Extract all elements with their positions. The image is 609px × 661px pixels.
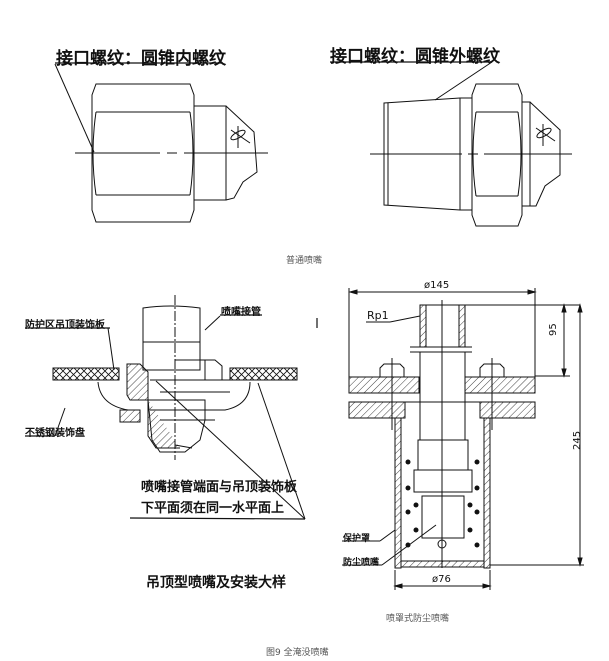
ceiling-panel-label: 防护区吊顶装饰板 [25, 320, 105, 331]
dust-cap-nozzle-drawing [342, 288, 584, 590]
ceiling-nozzle-drawing [25, 295, 306, 520]
dim-top-width: ø145 [424, 280, 450, 291]
dust-nozzle-label: 防尘喷嘴 [343, 558, 380, 568]
nozzle-internal-thread-drawing [54, 62, 268, 223]
ceiling-nozzle-caption: 吊顶型喷嘴及安装大样 [146, 575, 286, 591]
figure-caption: 图9 全淹没喷嘴 [266, 648, 329, 658]
internal-thread-label: 接口螺纹：圆锥内螺纹 [56, 49, 226, 69]
guard-label: 保护罩 [343, 534, 371, 544]
standard-nozzle-caption: 普通喷嘴 [286, 256, 323, 266]
dim-thread: Rp1 [367, 309, 389, 322]
install-note-line2: 下平面须在同一水平面上 [141, 501, 285, 516]
nozzle-pipe-label: 喷嘴接管 [221, 307, 261, 318]
trim-ring-label: 不锈钢装饰盘 [25, 428, 85, 439]
external-thread-label: 接口螺纹：圆锥外螺纹 [330, 47, 500, 67]
dim-bottom-width: ø76 [432, 574, 451, 585]
nozzle-external-thread-drawing [330, 61, 572, 227]
dim-height-upper: 95 [548, 323, 559, 336]
dim-height-total: 245 [572, 430, 583, 450]
install-note-line1: 喷嘴接管端面与吊顶装饰板 [141, 480, 298, 495]
dust-cap-nozzle-caption: 喷罩式防尘喷嘴 [386, 614, 450, 624]
